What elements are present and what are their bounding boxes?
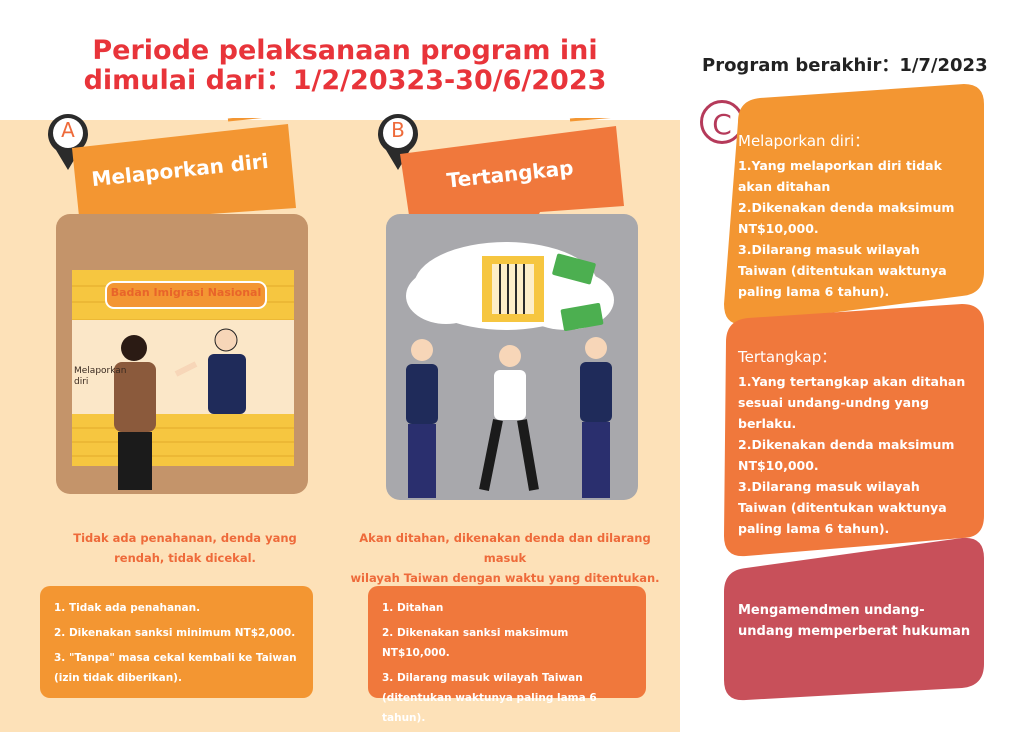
list-item: 3. Dilarang masuk wilayah Taiwan (ditent… — [382, 672, 597, 724]
map-pin-icon — [378, 114, 418, 170]
money-icon — [552, 253, 604, 331]
title-line-2: dimulai dari：1/2/20323-30/6/2023 — [83, 65, 607, 96]
list-item: 1. Tidak ada penahanan. — [54, 602, 201, 614]
list-item: 2.Dikenakan denda maksimum NT$10,000. — [738, 437, 955, 473]
section-c-block3-text: Mengamendmen undang-undang memperberat h… — [738, 603, 971, 639]
section-a-caption: Tidak ada penahanan, denda yang rendah, … — [73, 531, 297, 565]
list-item: 2. Dikenakan sanksi minimum NT$2,000. — [54, 627, 296, 639]
figure-label: Melaporkan diri — [74, 366, 127, 387]
section-b-caption: Akan ditahan, dikenakan denda dan dilara… — [350, 531, 660, 585]
title-line-1: Periode pelaksanaan program ini — [92, 35, 598, 66]
arrest-illustration — [386, 214, 638, 500]
section-c-block1: Melaporkan diri： 1.Yang melaporkan diri … — [738, 130, 970, 302]
list-item: 2.Dikenakan denda maksimum NT$10,000. — [738, 200, 955, 236]
section-c-block1-list: 1.Yang melaporkan diri tidak akan ditaha… — [738, 155, 970, 302]
section-b-banner-shape — [400, 118, 624, 258]
office-sign: Badan Imigrasi Nasional — [110, 286, 262, 299]
section-c-badge: C — [700, 100, 744, 144]
section-c-block2-heading: Tertangkap： — [738, 348, 837, 366]
jail-icon — [482, 256, 544, 322]
section-a-banner-shape — [72, 118, 296, 260]
section-b-letter: B — [391, 118, 405, 142]
section-c-block2-list: 1.Yang tertangkap akan ditahan sesuai un… — [738, 371, 970, 539]
list-item: 3.Dilarang masuk wilayah Taiwan (ditentu… — [738, 242, 947, 299]
list-item: 1.Yang melaporkan diri tidak akan ditaha… — [738, 158, 942, 194]
immigration-office-drawing — [72, 270, 294, 490]
self-report-illustration — [56, 214, 308, 494]
section-b-list-box: 1. Ditahan 2. Dikenakan sanksi maksimum … — [368, 586, 646, 724]
section-a-list-box: 1. Tidak ada penahanan. 2. Dikenakan san… — [40, 586, 313, 698]
section-c-block2: Tertangkap： 1.Yang tertangkap akan ditah… — [738, 346, 970, 539]
arrest-drawing — [406, 242, 614, 498]
section-c-block1-heading: Melaporkan diri： — [738, 132, 870, 150]
list-item: 3.Dilarang masuk wilayah Taiwan (ditentu… — [738, 479, 947, 536]
section-b-list: 1. Ditahan 2. Dikenakan sanksi maksimum … — [382, 598, 632, 728]
list-item: 2. Dikenakan sanksi maksimum NT$10,000. — [382, 627, 569, 659]
section-c-block3-shape — [724, 537, 984, 701]
section-a-letter: A — [61, 118, 75, 142]
list-item: 1.Yang tertangkap akan ditahan sesuai un… — [738, 374, 966, 431]
list-item: 1. Ditahan — [382, 602, 444, 614]
section-c-block1-shape — [724, 84, 984, 325]
section-a-list: 1. Tidak ada penahanan. 2. Dikenakan san… — [54, 598, 299, 688]
page-title: Periode pelaksanaan program ini dimulai … — [60, 36, 630, 96]
map-pin-icon — [48, 114, 88, 170]
list-item: 3. "Tanpa" masa cekal kembali ke Taiwan … — [54, 652, 297, 684]
section-c-block2-shape — [724, 304, 984, 557]
program-end-date: Program berakhir：1/7/2023 — [702, 55, 988, 76]
